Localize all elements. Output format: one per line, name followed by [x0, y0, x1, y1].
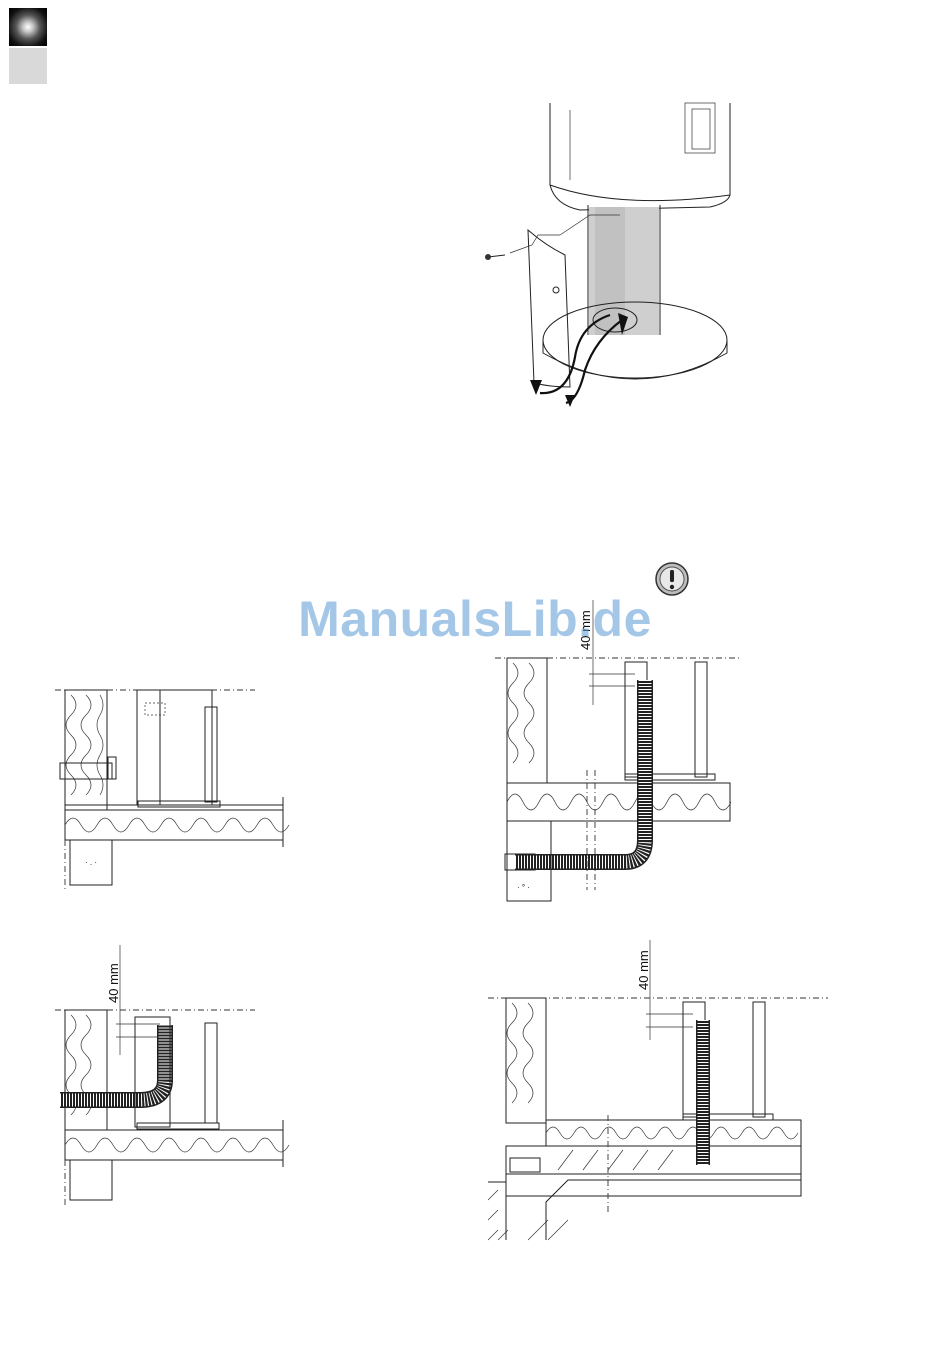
svg-text:· ° ·: · ° · [517, 883, 530, 892]
language-tab-active [9, 8, 47, 46]
wall-duct-diagram: 40 mm [40, 945, 300, 1205]
svg-text:· . ·: · . · [85, 858, 97, 867]
wall-inlet-diagram: · . · [40, 685, 300, 890]
ground-duct-dimension-label: 40 mm [636, 950, 651, 990]
ground-duct-diagram: 40 mm [488, 940, 833, 1245]
stove-panel-illustration [470, 95, 750, 425]
language-tab [9, 48, 47, 84]
watermark: ManualsLib.de [0, 590, 950, 648]
wall-duct-dimension-label: 40 mm [106, 963, 121, 1003]
